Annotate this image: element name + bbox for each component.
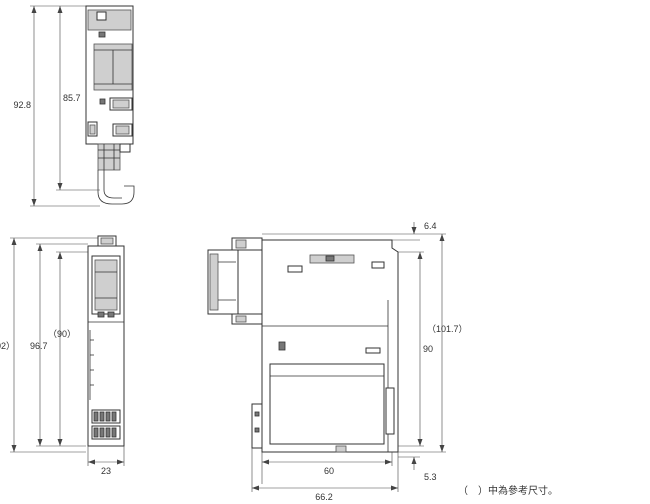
dim-label-23: 23 bbox=[101, 466, 111, 476]
dim-90-front: （90） bbox=[48, 251, 92, 446]
dim-85-7: 85.7 bbox=[56, 6, 100, 191]
dim-102: （102） bbox=[0, 237, 100, 453]
dim-label-85-7: 85.7 bbox=[63, 93, 81, 103]
top-view-body bbox=[85, 5, 135, 205]
dim-23: 23 bbox=[87, 446, 125, 476]
top-view: 92.8 85.7 bbox=[13, 5, 135, 207]
reference-note: （ ）中為參考尺寸。 bbox=[458, 484, 558, 497]
dim-label-92-8: 92.8 bbox=[13, 100, 31, 110]
side-view: 6.4 90 （101.7） 5.3 bbox=[207, 221, 468, 502]
dim-label-66-2: 66.2 bbox=[315, 492, 333, 502]
dim-label-101-7: （101.7） bbox=[427, 324, 468, 334]
dim-96-7: 96.7 bbox=[30, 243, 88, 447]
dim-90-side: 90 bbox=[398, 251, 433, 447]
dim-label-102: （102） bbox=[0, 341, 15, 351]
front-view-body bbox=[87, 235, 125, 447]
dim-label-90-front: （90） bbox=[48, 329, 76, 339]
dim-label-90-side: 90 bbox=[423, 344, 433, 354]
dim-label-96-7: 96.7 bbox=[30, 341, 48, 351]
front-view: （102） 96.7 （90） bbox=[0, 235, 125, 476]
dim-6-4: 6.4 bbox=[262, 221, 437, 241]
dim-60: 60 bbox=[261, 452, 393, 484]
side-view-body bbox=[207, 237, 399, 453]
dim-92-8: 92.8 bbox=[13, 5, 100, 207]
dim-101-7: （101.7） bbox=[398, 233, 468, 453]
dim-label-6-4: 6.4 bbox=[424, 221, 437, 231]
dim-5-3: 5.3 bbox=[398, 456, 437, 482]
dim-66-2: 66.2 bbox=[251, 448, 399, 502]
dim-label-60: 60 bbox=[324, 466, 334, 476]
dim-label-5-3: 5.3 bbox=[424, 472, 437, 482]
